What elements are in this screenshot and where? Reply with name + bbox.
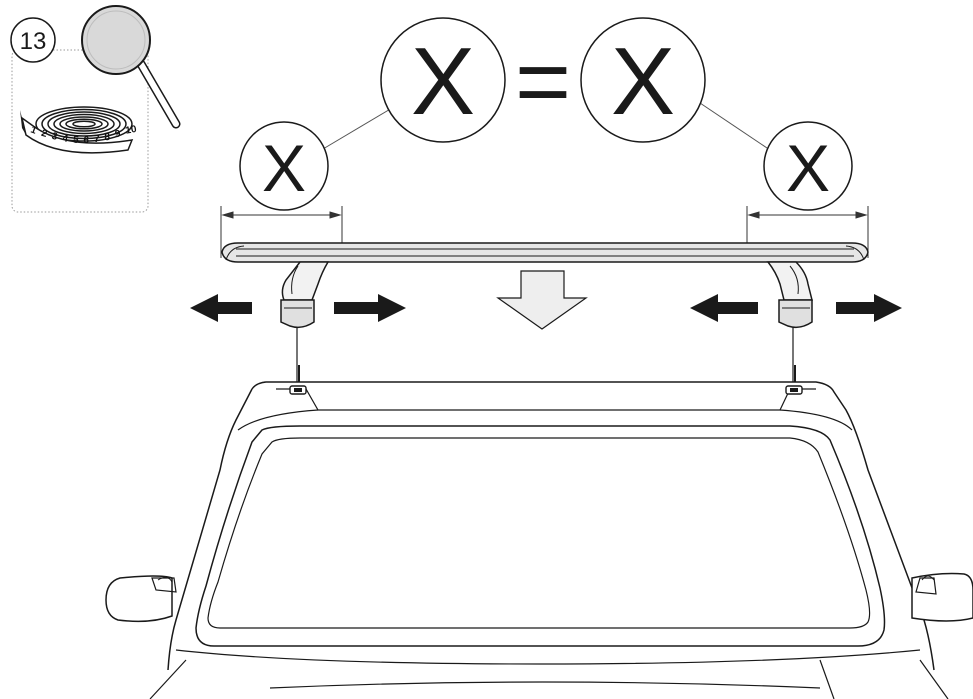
equation-left-circle: X [380,17,506,143]
left-overhang-x: X [262,131,306,205]
equation-left-x: X [411,28,475,135]
arrow-left-icon [690,294,758,322]
arrow-right-icon [334,294,406,322]
equation-right-x: X [611,28,675,135]
tape-number: 2 [40,128,49,140]
arrow-left-icon [190,294,252,322]
dimension-lines [220,206,869,258]
equation-right-circle: X [580,17,706,143]
right-mount-point [785,385,803,395]
right-overhang-x: X [786,131,830,205]
tape-number: 6 [83,135,90,146]
right-overhang-circle: X [763,121,853,211]
tape-number: 9 [114,129,121,141]
left-mount-point [289,385,307,395]
left-foot [280,261,330,384]
step-number-badge: 13 [10,17,56,63]
tape-number: 3 [51,131,59,143]
arrow-down-icon [496,270,588,330]
car-rear-view [105,381,973,699]
step-number: 13 [20,28,47,55]
equals-sign: = [515,28,571,135]
tape-number: 7 [94,134,100,145]
tape-number: 8 [104,132,111,143]
tape-number: 1 [29,124,38,136]
arrow-right-icon [836,294,902,322]
tape-number: 10 [125,124,138,137]
roof-bar [221,242,869,263]
right-foot-arrows [690,294,902,322]
tape-number: 4 [61,133,69,145]
left-overhang-circle: X [239,121,329,211]
left-foot-arrows [190,294,406,322]
measurement-labels: X = X X X [239,17,853,211]
right-foot [766,261,813,384]
magnifying-glass-icon [81,5,181,129]
tape-number: 5 [72,135,79,147]
